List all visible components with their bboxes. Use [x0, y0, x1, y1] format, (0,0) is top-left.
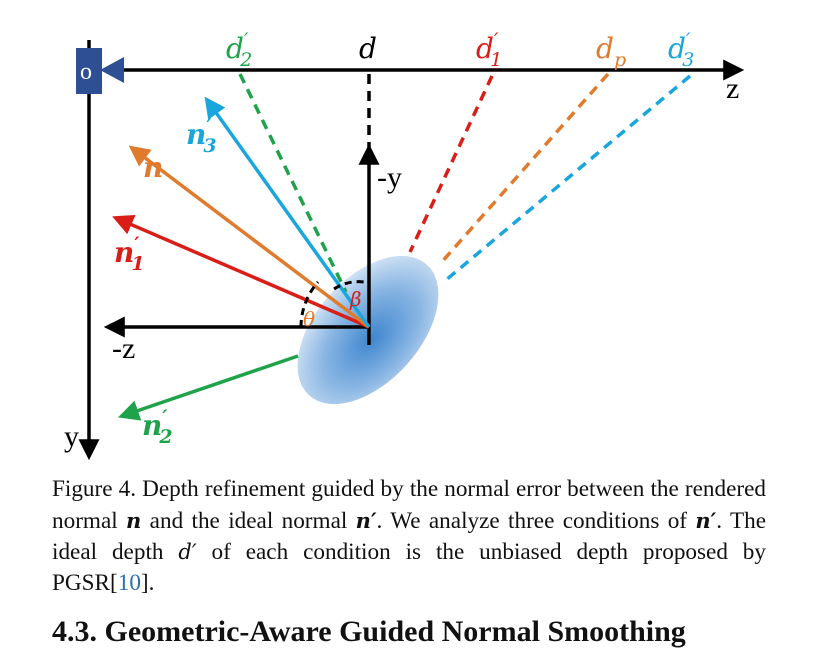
normal-label-n: n	[143, 151, 163, 184]
y-axis-label: y	[64, 420, 79, 453]
normal-n3-cyan-arrow	[204, 96, 371, 329]
z-axis-label: z	[726, 72, 739, 105]
figure-caption: Figure 4. Depth refinement guided by the…	[52, 476, 766, 596]
depth-ray-dp-orange	[438, 72, 610, 266]
neg-z-label: -z	[112, 332, 135, 365]
citation-link[interactable]: 10	[117, 570, 141, 596]
beta-label: β	[349, 287, 362, 311]
depth-label-dp: dp	[596, 32, 626, 71]
neg-y-label: -y	[377, 161, 402, 194]
theta-arc	[299, 281, 320, 328]
depth-refinement-diagram: o z -z y -y d′2 d d′1 dp d′3 n′3 n n′1 n…	[64, 29, 745, 461]
theta-label: θ	[303, 307, 315, 331]
section-heading-cutoff: 4.3. Geometric-Aware Guided Normal Smoot…	[52, 615, 686, 648]
depth-ray-d2-green	[238, 73, 348, 293]
depth-label-d3: d′3	[668, 29, 694, 71]
depth-label-d2: d′2	[226, 29, 252, 71]
normal-label-n2: n′2	[142, 406, 173, 448]
origin-label: o	[80, 59, 92, 85]
normal-n-orange-arrow	[128, 145, 371, 329]
depth-label-d: d	[359, 32, 377, 65]
normal-label-n3: n′3	[186, 115, 217, 157]
depth-label-d1: d′1	[476, 29, 502, 71]
normal-n2-green-arrow	[118, 354, 299, 421]
normal-label-n1: n′1	[114, 233, 145, 275]
depth-ray-d1-red	[408, 75, 494, 253]
depth-ray-d3-cyan	[444, 74, 692, 282]
camera-icon	[76, 48, 124, 94]
normal-n1-red-arrow	[112, 215, 370, 329]
beta-arc	[333, 280, 370, 291]
